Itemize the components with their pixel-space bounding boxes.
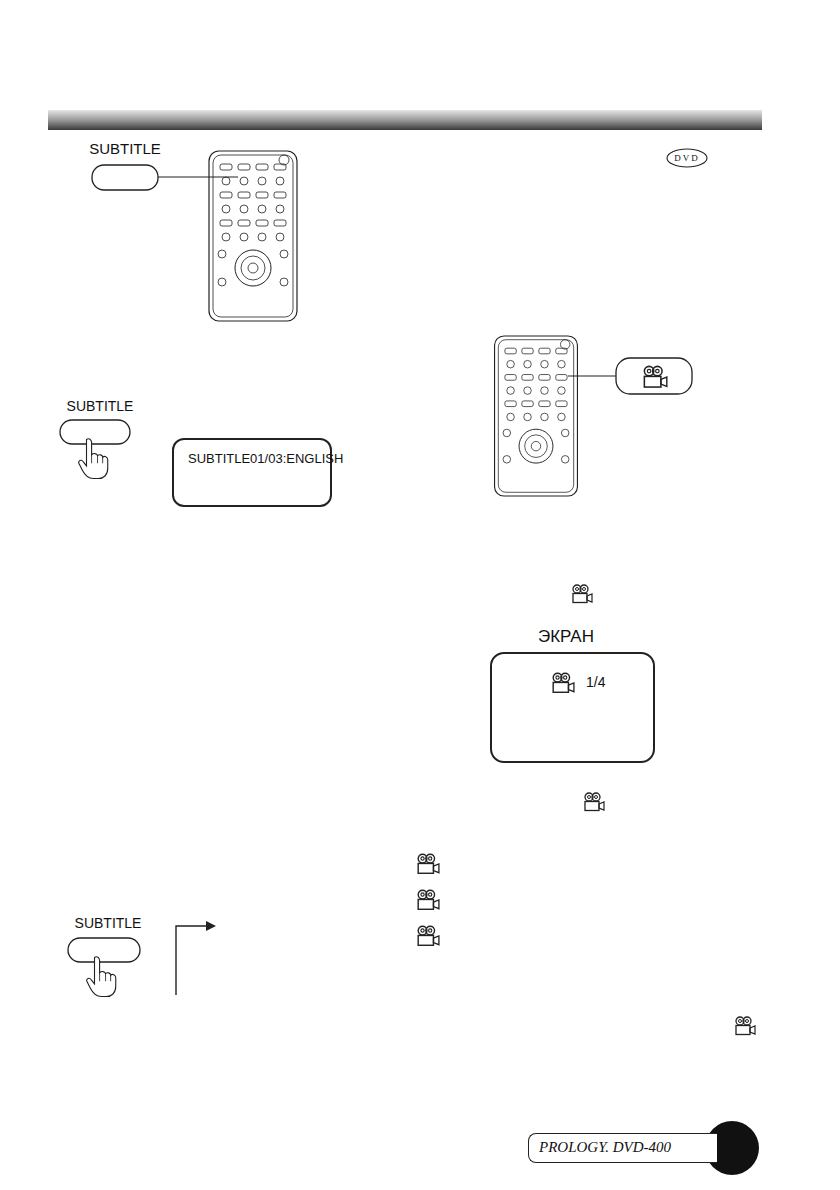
cycle-bracket — [176, 926, 212, 995]
node-text: PROLOGY. DVD-400 — [539, 1139, 707, 1156]
node-text: SUBTITLE — [84, 140, 166, 157]
remote-control — [495, 336, 578, 496]
node-text: SUBTITLE01/03:ENGLISH — [188, 451, 320, 466]
button-label: SUBTITLE — [84, 140, 166, 157]
angle-button — [616, 358, 692, 394]
header-bar — [48, 110, 762, 130]
dvd-logo-ring — [667, 149, 707, 167]
node-value: 1/4 — [586, 674, 605, 690]
model-badge: PROLOGY. DVD-400 — [528, 1133, 717, 1163]
button-label: SUBTITLE — [62, 398, 138, 414]
screen-box: ЭКРАН1/4 — [490, 652, 655, 763]
button-label: SUBTITLE — [68, 915, 148, 931]
angle-icon — [553, 673, 574, 692]
angle-icon — [644, 366, 666, 387]
angle-icon — [418, 926, 439, 945]
hand-icon — [79, 439, 108, 479]
dvd-logo: DVD — [667, 150, 707, 166]
angle-icon — [585, 793, 604, 811]
angle-icon — [418, 854, 439, 873]
leader-line — [158, 176, 238, 177]
arrowhead — [206, 921, 216, 931]
button-outline — [60, 420, 130, 444]
button-outline — [92, 165, 158, 190]
angle-icon — [736, 1017, 755, 1035]
angle-icon — [418, 890, 439, 909]
node-text: SUBTITLE — [68, 915, 148, 931]
leader-line — [568, 375, 616, 376]
screen-box: SUBTITLE01/03:ENGLISH — [172, 438, 332, 507]
node-text: ЭКРАН — [538, 627, 594, 647]
node-text: SUBTITLE — [62, 398, 138, 414]
angle-icon — [573, 585, 592, 603]
node-text: DVD — [667, 150, 707, 166]
button-outline — [68, 938, 140, 962]
hand-icon — [87, 957, 116, 997]
